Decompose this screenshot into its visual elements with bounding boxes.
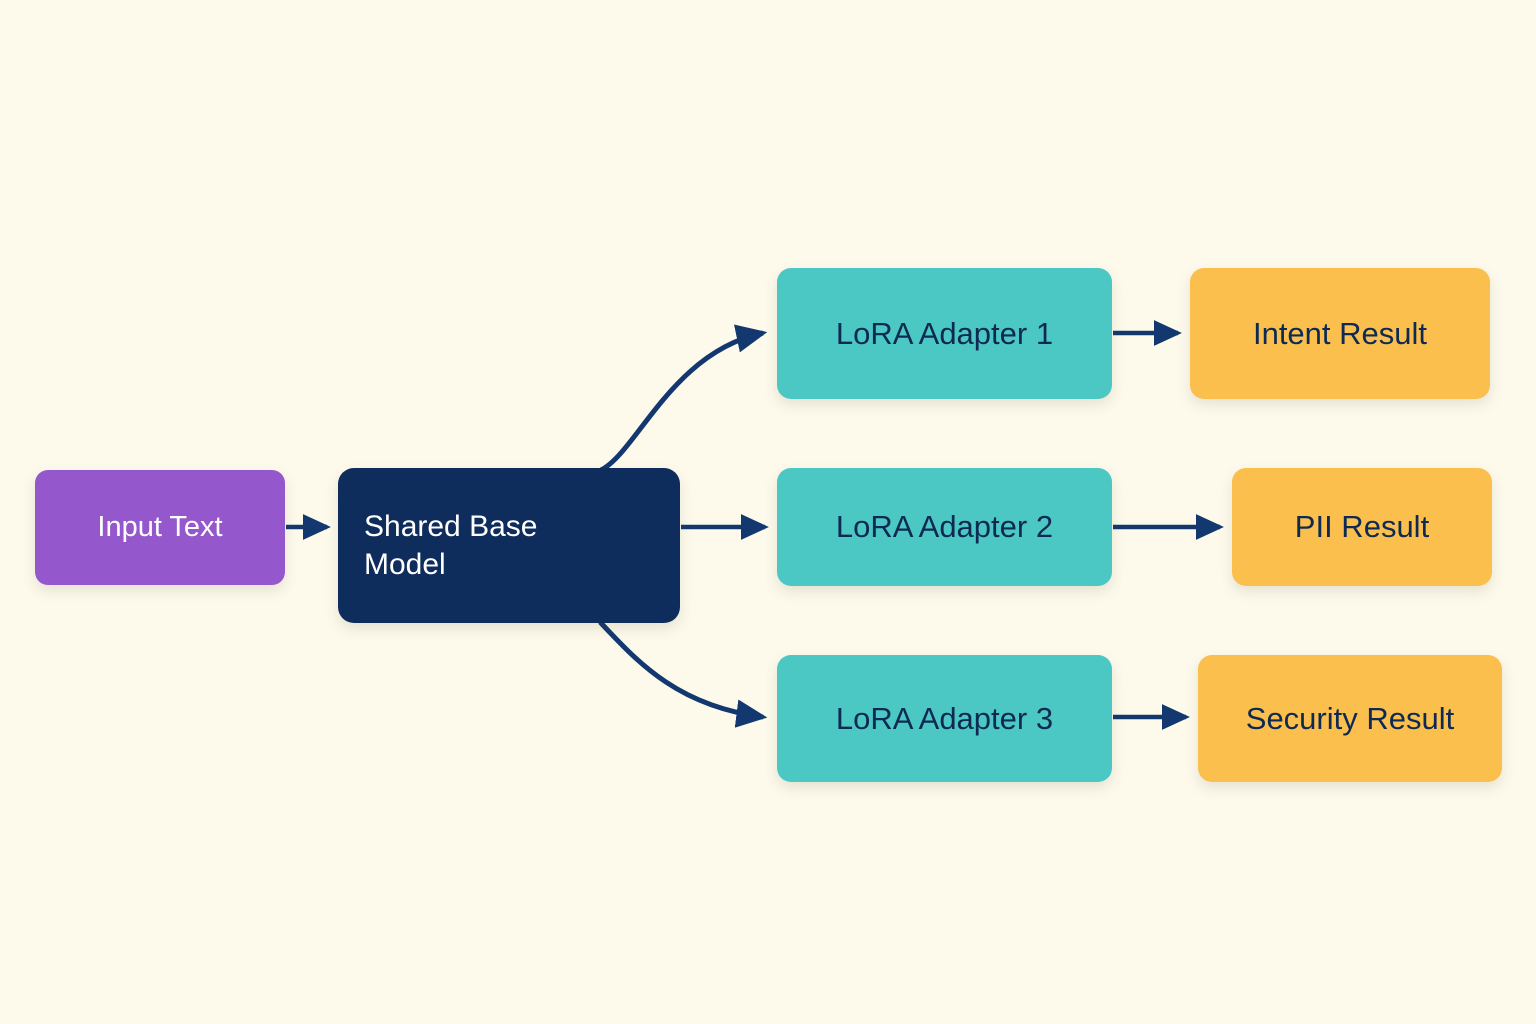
node-input-text-label: Input Text <box>97 511 223 544</box>
node-security-result-label: Security Result <box>1245 700 1455 736</box>
node-pii-result[interactable]: PII Result <box>1232 468 1492 586</box>
node-lora-adapter-1-label: LoRA Adapter 1 <box>835 315 1054 351</box>
node-intent-result[interactable]: Intent Result <box>1190 268 1490 399</box>
node-pii-result-label: PII Result <box>1294 509 1430 545</box>
edge-base-to-adapter-3 <box>598 620 768 728</box>
node-input-text[interactable]: Input Text <box>35 470 285 585</box>
node-shared-base-model-label: Shared Base Model <box>364 509 538 581</box>
node-lora-adapter-3-label: LoRA Adapter 3 <box>835 700 1054 736</box>
node-lora-adapter-2-label: LoRA Adapter 2 <box>835 509 1054 545</box>
edge-base-to-adapter-1 <box>599 324 768 473</box>
node-security-result[interactable]: Security Result <box>1198 655 1502 782</box>
node-lora-adapter-1[interactable]: LoRA Adapter 1 <box>777 268 1112 399</box>
node-lora-adapter-2[interactable]: LoRA Adapter 2 <box>777 468 1112 586</box>
node-shared-base-model[interactable]: Shared Base Model <box>338 468 680 623</box>
node-lora-adapter-3[interactable]: LoRA Adapter 3 <box>777 655 1112 782</box>
node-intent-result-label: Intent Result <box>1252 315 1428 351</box>
